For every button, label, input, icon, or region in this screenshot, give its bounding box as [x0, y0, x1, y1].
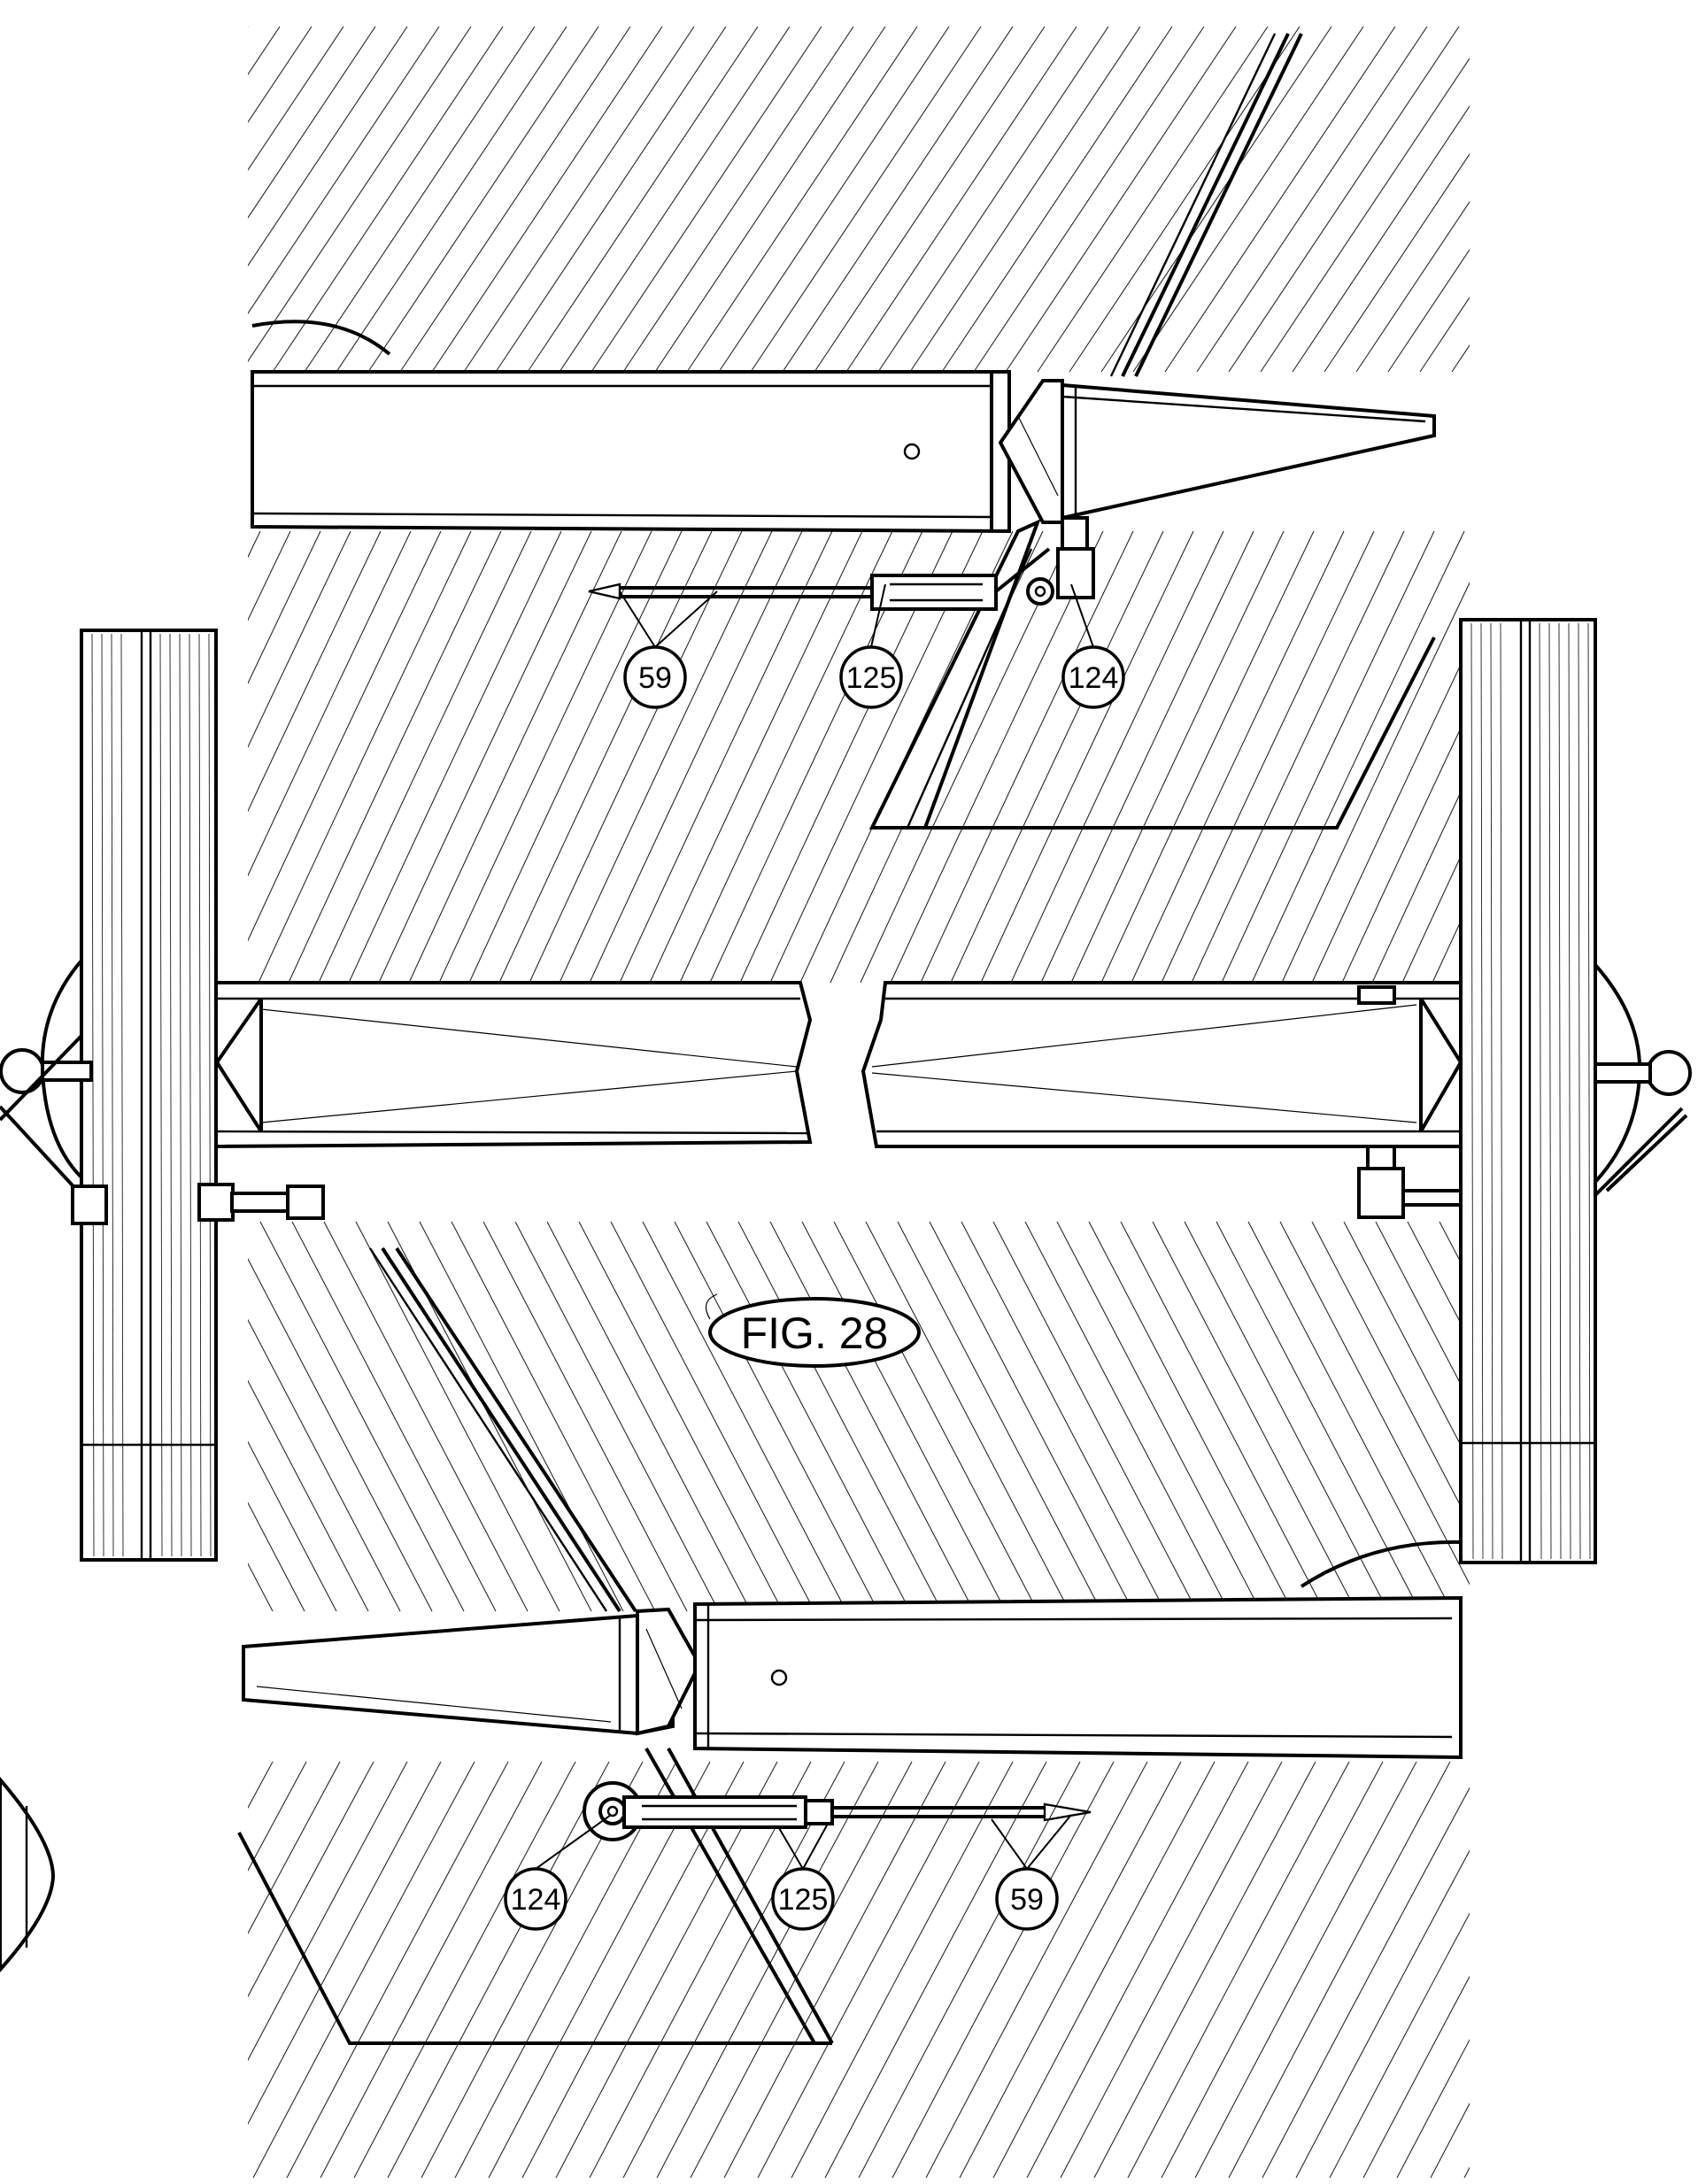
center-beam-left [214, 981, 813, 1149]
callout-top-59: 59 [619, 590, 718, 709]
right-post-hardware [1357, 963, 1692, 1219]
lower-block [636, 1607, 702, 1736]
wood-grain-hatching [248, 27, 1470, 2178]
right-post [1459, 618, 1597, 1564]
upper-rigging-assembly [588, 516, 1095, 611]
upper-left-beam [251, 320, 1011, 534]
center-beam-right [861, 981, 1463, 1148]
lower-left-beam [242, 1613, 675, 1736]
callout-label: 125 [778, 1883, 829, 1917]
callout-bottom-124: 124 [504, 1814, 612, 1931]
callout-label: 124 [511, 1883, 561, 1917]
left-edge-part [0, 1776, 56, 1973]
lower-rigging-assembly [583, 1781, 1092, 1841]
callout-bottom-125: 125 [771, 1823, 835, 1931]
callout-top-125: 125 [839, 583, 903, 709]
upper-right-beam [1061, 382, 1436, 521]
left-post [80, 629, 218, 1562]
lower-diagonal-strut [368, 1246, 637, 1613]
left-post-hardware [0, 959, 325, 1225]
callout-label: 59 [638, 661, 672, 695]
lower-right-beam [693, 1540, 1463, 1760]
callout-label: 125 [846, 661, 897, 695]
figure-label-text: FIG. 28 [741, 1308, 889, 1358]
callout-label: 59 [1010, 1883, 1044, 1917]
callout-top-124: 124 [1061, 583, 1125, 709]
upper-diagonal-strut [1109, 33, 1303, 377]
part-callouts: 59 125 124 124 125 59 [504, 583, 1125, 1931]
callout-bottom-59: 59 [991, 1814, 1072, 1931]
callout-label: 124 [1069, 661, 1119, 695]
figure-label: FIG. 28 [705, 1293, 921, 1368]
upper-lower-brace [868, 519, 1436, 830]
